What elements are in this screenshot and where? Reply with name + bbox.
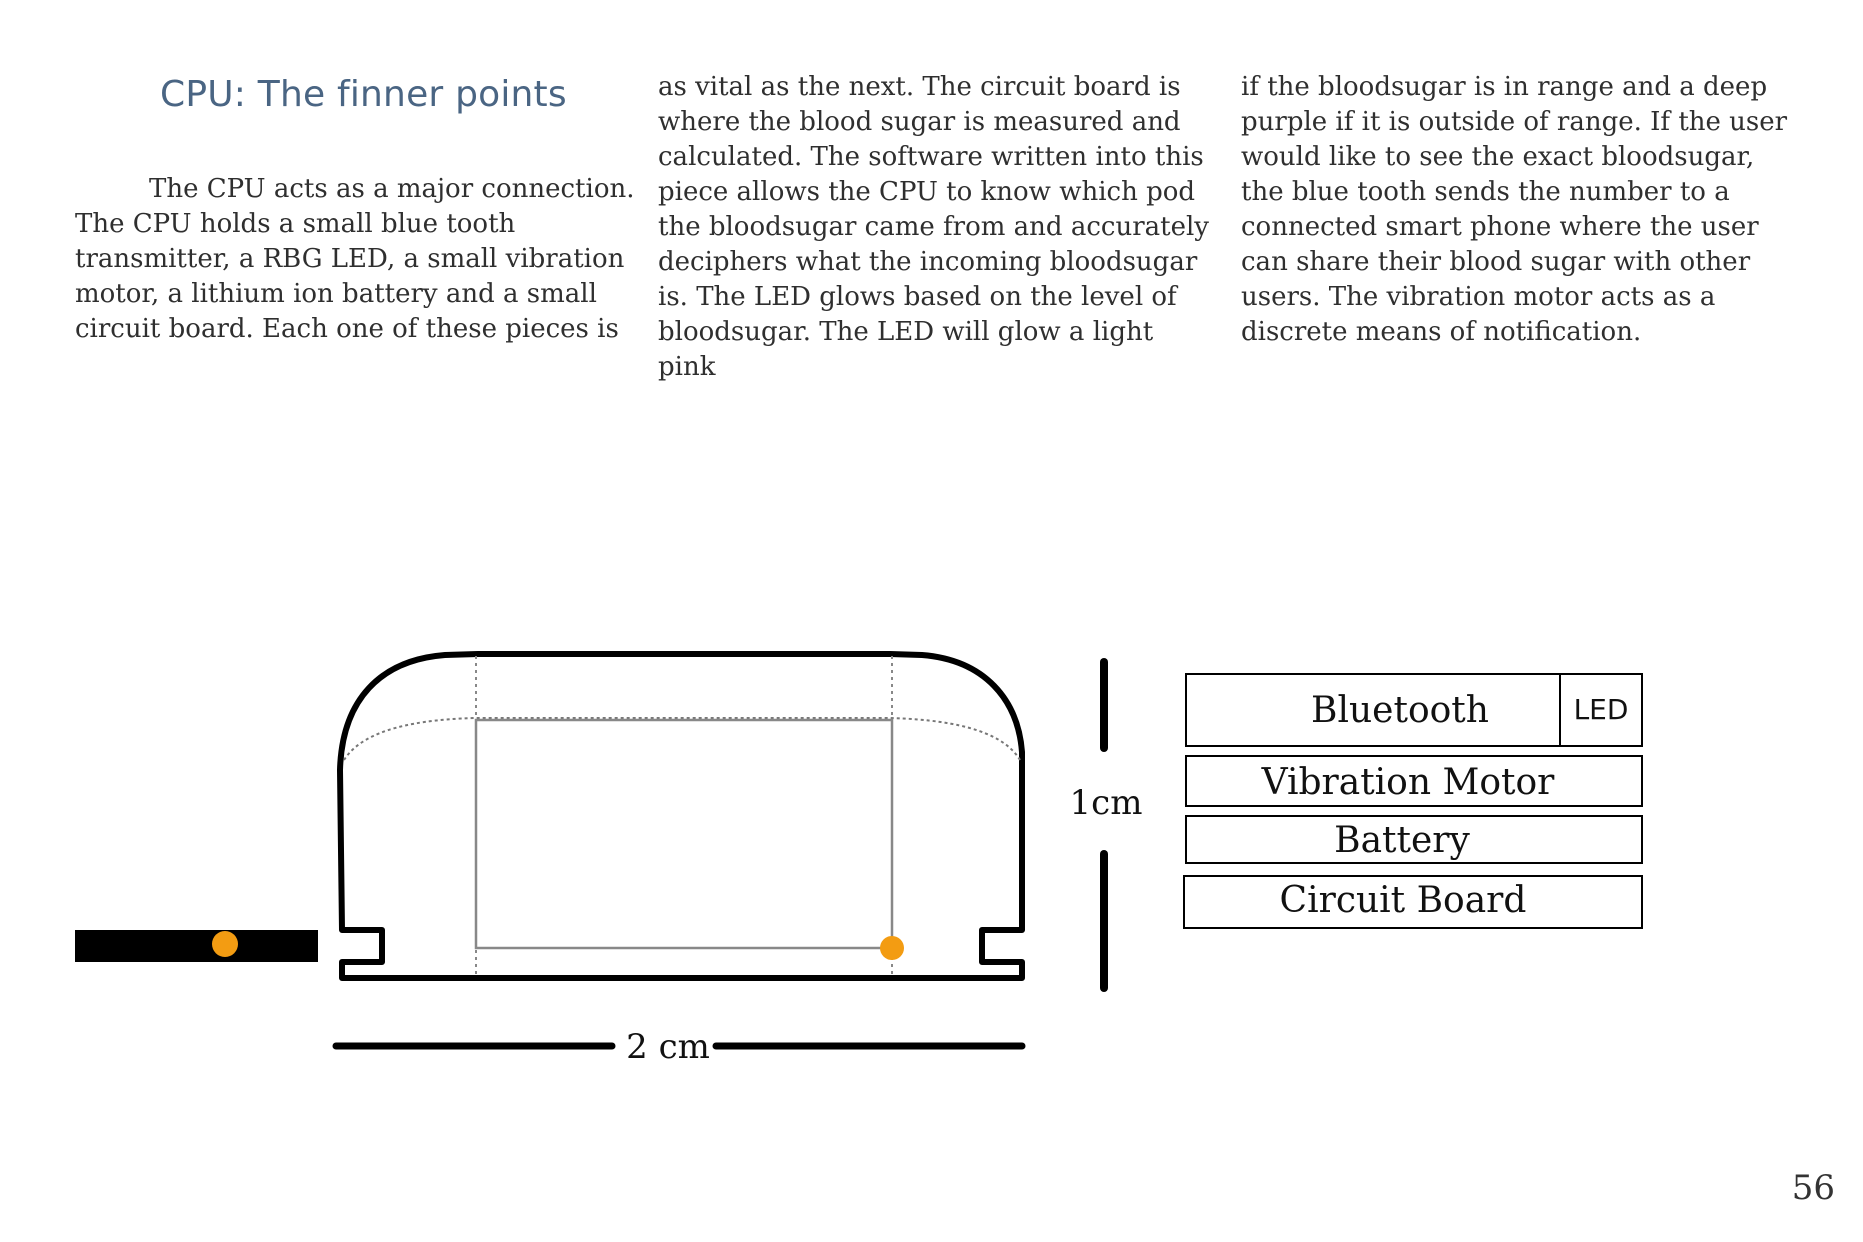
paragraph-column-2: as vital as the next. The circuit board …	[658, 72, 1209, 382]
cpu-led-dot	[880, 936, 904, 960]
bluetooth-led-row-box	[1185, 673, 1643, 747]
side-view-bar	[75, 930, 318, 962]
cpu-inner-dome-dotted	[343, 717, 1021, 761]
vibration-motor-label: Vibration Motor	[1261, 762, 1556, 803]
paragraph-column-1: The CPU acts as a major connection. The …	[75, 174, 635, 344]
height-dimension-label: 1cm	[1070, 783, 1143, 823]
circuit-board-label: Circuit Board	[1280, 880, 1527, 921]
paragraph-column-3: if the bloodsugar is in range and a deep…	[1241, 72, 1788, 347]
led-label: LED	[1574, 693, 1629, 726]
side-view-led-dot	[212, 931, 238, 957]
cpu-inner-frame	[474, 718, 894, 950]
cpu-housing-outline	[337, 651, 1025, 981]
vibration-motor-box	[1185, 755, 1643, 807]
width-dimension-label: 2 cm	[626, 1027, 710, 1067]
page-number: 56	[1791, 1168, 1835, 1208]
battery-box	[1185, 815, 1643, 864]
circuit-board-box	[1183, 875, 1643, 929]
bluetooth-label: Bluetooth	[1311, 690, 1489, 731]
battery-label: Battery	[1334, 820, 1470, 861]
page-title: CPU: The finner points	[160, 74, 567, 115]
